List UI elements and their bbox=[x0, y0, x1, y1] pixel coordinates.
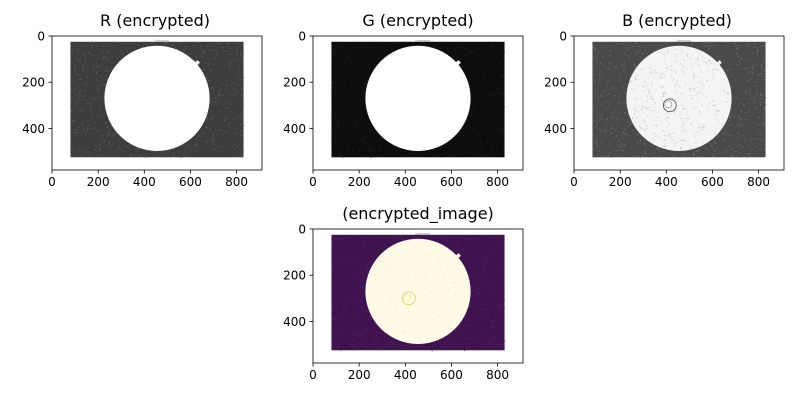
x-tick-label: 200 bbox=[609, 175, 632, 189]
x-tick-label: 400 bbox=[394, 368, 417, 382]
y-tick-label: 0 bbox=[37, 30, 45, 44]
x-tick-label: 200 bbox=[87, 175, 110, 189]
axes-frame bbox=[573, 35, 785, 171]
image-header-text: Superspeed bbox=[676, 38, 691, 42]
x-tick-label: 400 bbox=[655, 175, 678, 189]
x-tick-label: 800 bbox=[486, 368, 509, 382]
y-tick-label: 400 bbox=[544, 122, 567, 136]
y-tick-label: 0 bbox=[298, 30, 306, 44]
disk-notch bbox=[716, 60, 722, 66]
disk-spot bbox=[401, 291, 416, 306]
axes-frame bbox=[312, 228, 524, 364]
x-tick-label: 0 bbox=[309, 368, 317, 382]
y-tick-label: 200 bbox=[544, 76, 567, 90]
image-header-text: Superspeed bbox=[415, 38, 430, 42]
image-header-text: Superspeed bbox=[154, 38, 169, 42]
disk-spot-inner bbox=[403, 293, 412, 302]
x-tick-label: 800 bbox=[486, 175, 509, 189]
disk-notch bbox=[194, 60, 200, 66]
x-tick-label: 600 bbox=[701, 175, 724, 189]
x-tick-label: 400 bbox=[133, 175, 156, 189]
disk-spot-inner bbox=[664, 100, 673, 109]
x-tick-label: 600 bbox=[440, 175, 463, 189]
subplot-title: R (encrypted) bbox=[100, 11, 210, 30]
disk-notch bbox=[455, 253, 461, 259]
disk bbox=[104, 45, 210, 152]
x-tick-label: 200 bbox=[348, 175, 371, 189]
x-tick-label: 200 bbox=[348, 368, 371, 382]
x-tick-label: 600 bbox=[440, 368, 463, 382]
subplot-title: B (encrypted) bbox=[622, 11, 732, 30]
y-tick-label: 400 bbox=[283, 315, 306, 329]
y-tick-label: 200 bbox=[283, 269, 306, 283]
disk-texture bbox=[368, 242, 467, 342]
x-tick-label: 600 bbox=[179, 175, 202, 189]
y-tick-label: 0 bbox=[559, 30, 567, 44]
y-tick-label: 400 bbox=[22, 122, 45, 136]
subplot-title: G (encrypted) bbox=[362, 11, 474, 30]
disk bbox=[365, 238, 471, 345]
x-tick-label: 400 bbox=[394, 175, 417, 189]
x-tick-label: 0 bbox=[570, 175, 578, 189]
y-tick-label: 200 bbox=[283, 76, 306, 90]
disk-spot bbox=[662, 98, 677, 113]
axes-frame bbox=[312, 35, 524, 171]
y-tick-label: 200 bbox=[22, 76, 45, 90]
x-tick-label: 0 bbox=[309, 175, 317, 189]
image-layer: Superspeed bbox=[313, 36, 523, 170]
image-layer: Superspeed bbox=[313, 229, 523, 363]
disk bbox=[365, 45, 471, 152]
image-header-text: Superspeed bbox=[415, 231, 430, 235]
subplot-title: (encrypted_image) bbox=[342, 204, 494, 223]
disk bbox=[626, 45, 732, 152]
axes-frame bbox=[51, 35, 263, 171]
image-layer: Superspeed bbox=[52, 36, 262, 170]
x-tick-label: 800 bbox=[225, 175, 248, 189]
x-tick-label: 0 bbox=[48, 175, 56, 189]
disk-texture bbox=[628, 48, 730, 151]
x-tick-label: 800 bbox=[747, 175, 770, 189]
disk-notch bbox=[455, 60, 461, 66]
image-layer: Superspeed bbox=[574, 36, 784, 170]
y-tick-label: 400 bbox=[283, 122, 306, 136]
y-tick-label: 0 bbox=[298, 223, 306, 237]
